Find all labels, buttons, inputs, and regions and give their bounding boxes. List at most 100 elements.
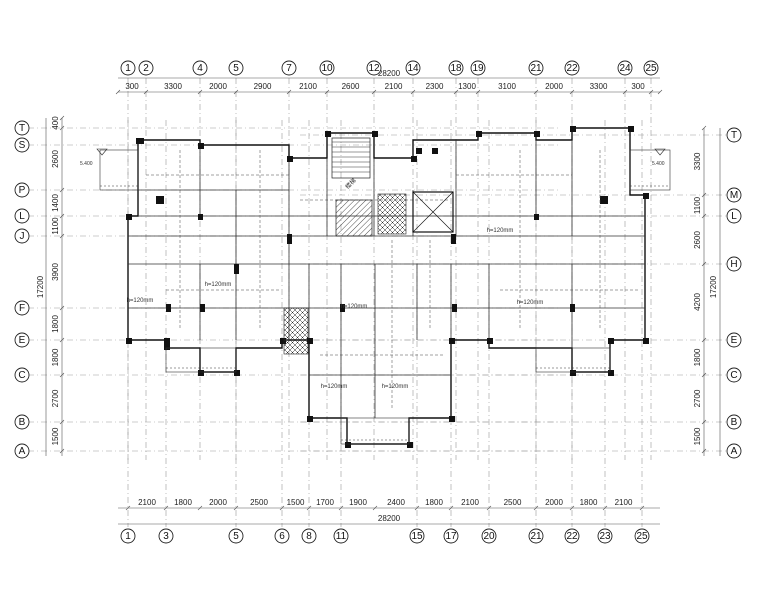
right-axis-bubble-B-label: B [731, 417, 738, 428]
top-dim-tick [286, 89, 292, 95]
bottom-axis-bubble-6-circle [274, 528, 290, 544]
left-dim-7: 2700 [51, 389, 60, 407]
right-axis-bubble-L-label: L [731, 211, 737, 222]
left-dim-5: 1800 [51, 315, 60, 333]
left-axis-bubble-L-label: L [19, 211, 25, 222]
top-dim-7: 2300 [426, 82, 444, 91]
elevator-diagonal-2 [412, 191, 454, 233]
top-axis-bubble-24-circle [617, 60, 633, 76]
level-marker-left [96, 148, 108, 156]
top-axis-bubble-18-circle [448, 60, 464, 76]
dimension-lines [45, 77, 721, 525]
right-dim-5: 2700 [693, 389, 702, 407]
stair-core [331, 137, 371, 179]
bottom-axis-bubble-17-label: 17 [445, 531, 457, 542]
right-axis-bubble-A-label: A [731, 446, 738, 457]
top-axis-bubble-18-label: 18 [450, 63, 462, 74]
right-dim-4: 1800 [693, 348, 702, 366]
column-0 [136, 138, 144, 144]
right-axis-bubble-T-label: T [731, 130, 737, 141]
balcony-4 [629, 149, 671, 191]
column-31 [287, 234, 292, 244]
column-41 [340, 304, 345, 312]
column-15 [198, 370, 204, 376]
right-dim-6: 1500 [693, 427, 702, 445]
top-dim-5: 2600 [342, 82, 360, 91]
bottom-axis-bubble-1-circle [120, 528, 136, 544]
top-axis-bubble-12-circle [366, 60, 382, 76]
column-12 [126, 214, 132, 220]
column-10 [643, 193, 649, 199]
bottom-axis-bubble-25-label: 25 [636, 531, 648, 542]
right-dim-tick [701, 419, 707, 425]
top-axis-bubble-22-circle [564, 60, 580, 76]
balcony-3 [99, 149, 139, 191]
left-dim-tick [59, 213, 65, 219]
bottom-dim-tick [414, 505, 420, 511]
bottom-dim-tick [306, 505, 312, 511]
bottom-axis-bubble-20-circle [481, 528, 497, 544]
right-axis-bubble-M-circle [726, 187, 742, 203]
left-dim-2: 1400 [51, 194, 60, 212]
left-axis-bubble-A-label: A [19, 446, 26, 457]
column-38 [452, 304, 457, 312]
left-dim-tick [59, 372, 65, 378]
right-total-dim: 17200 [709, 275, 718, 298]
left-axis-bubble-P-label: P [19, 185, 26, 196]
left-dim-tick [59, 115, 65, 121]
bottom-axis-bubble-23-circle [597, 528, 613, 544]
slab-thickness-label-5: h=120mm [487, 228, 514, 234]
left-dim-tick [59, 337, 65, 343]
top-dim-tick [410, 89, 416, 95]
bottom-dim-tick [197, 505, 203, 511]
top-axis-bubble-1-circle [120, 60, 136, 76]
column-28 [156, 196, 164, 204]
right-axis-bubble-C-circle [726, 367, 742, 383]
left-dim-3: 1100 [51, 217, 60, 235]
left-dim-4: 3900 [51, 263, 60, 281]
column-19 [307, 416, 313, 422]
right-axis-bubble-M-label: M [730, 190, 738, 201]
balcony-2 [340, 417, 410, 445]
left-axis-bubble-P-circle [14, 182, 30, 198]
bottom-dim-tick [163, 505, 169, 511]
column-36 [432, 148, 438, 154]
left-axis-bubble-C-circle [14, 367, 30, 383]
right-dim-tick [701, 125, 707, 131]
bottom-axis-bubble-17-circle [443, 528, 459, 544]
left-axis-bubble-E-label: E [19, 335, 26, 346]
bottom-dim-5: 1700 [316, 498, 334, 507]
stair-hatched-area [335, 199, 373, 237]
left-axis-bubble-A-circle [14, 443, 30, 459]
top-dim-11: 3300 [590, 82, 608, 91]
top-dim-0: 300 [125, 82, 139, 91]
column-14 [164, 338, 170, 350]
top-axis-bubble-1-label: 1 [125, 63, 131, 74]
top-dim-tick [533, 89, 539, 95]
top-axis-bubble-14-circle [405, 60, 421, 76]
bottom-dim-tick [233, 505, 239, 511]
left-axis-bubble-F-label: F [19, 303, 25, 314]
bottom-axis-bubble-22-label: 22 [566, 531, 578, 542]
top-axis-bubble-5-label: 5 [233, 63, 239, 74]
bottom-axis-bubble-21-label: 21 [530, 531, 542, 542]
top-axis-bubble-10-circle [319, 60, 335, 76]
bottom-dim-tick [602, 505, 608, 511]
bottom-dim-8: 1800 [425, 498, 443, 507]
column-23 [449, 338, 455, 344]
top-dim-tick [648, 89, 654, 95]
right-axis-bubble-H-label: H [730, 259, 737, 270]
bottom-dim-tick [486, 505, 492, 511]
level-label-right: 5.400 [652, 161, 665, 167]
left-axis-bubble-C-label: C [18, 370, 25, 381]
bottom-dim-9: 2100 [461, 498, 479, 507]
bottom-total-dim: 28200 [378, 514, 401, 523]
bottom-dim-13: 2100 [615, 498, 633, 507]
column-9 [628, 126, 634, 132]
top-axis-bubble-4-circle [192, 60, 208, 76]
left-axis-bubble-T-label: T [19, 123, 25, 134]
right-dim-tick [701, 261, 707, 267]
bottom-dim-1: 1800 [174, 498, 192, 507]
right-dim-tick [701, 372, 707, 378]
column-8 [570, 126, 576, 132]
